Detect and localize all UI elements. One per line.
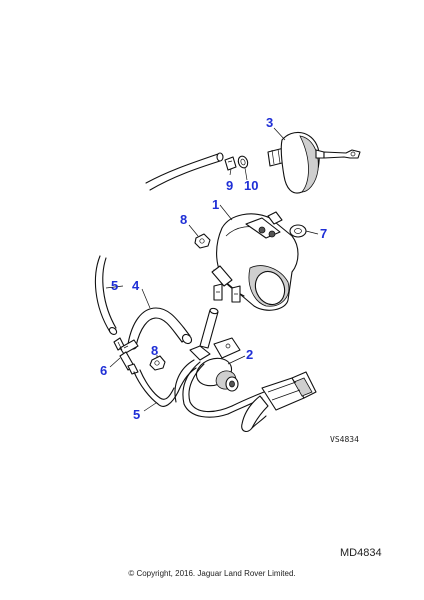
clip-9: [224, 156, 237, 171]
callout-7: 7: [320, 226, 327, 241]
short-tube: [199, 307, 219, 349]
leader-lines: [105, 127, 319, 412]
callout-9: 9: [226, 178, 233, 193]
hose-5-left: [94, 255, 118, 335]
t-connector-6: [113, 337, 139, 375]
vacuum-actuator-3: [267, 131, 361, 194]
vacuum-switch-2: [174, 337, 265, 418]
nut-8-lower: [149, 355, 166, 371]
hose-5-lower: [133, 367, 197, 407]
top-hose: [145, 152, 224, 191]
callout-4: 4: [132, 278, 140, 293]
bush-7: [289, 224, 307, 238]
callout-5-upper: 5: [111, 278, 118, 293]
callout-6: 6: [100, 363, 107, 378]
illustration-ref-code: VS4834: [330, 435, 359, 444]
callouts: 3 9 10 1 8 7 5 4 2 8 6 5: [100, 115, 327, 422]
callout-3: 3: [266, 115, 273, 130]
elbow-hose-4: [126, 307, 193, 350]
copyright-notice: © Copyright, 2016. Jaguar Land Rover Lim…: [128, 569, 295, 578]
callout-2: 2: [246, 347, 253, 362]
callout-1: 1: [212, 197, 219, 212]
callout-5-lower: 5: [133, 407, 140, 422]
washer-10: [237, 155, 249, 169]
callout-8-lower: 8: [151, 343, 158, 358]
nut-8-upper: [194, 233, 211, 249]
connector-plug: [241, 371, 317, 433]
drawing-number: MD4834: [340, 547, 382, 559]
solenoid-valve-1: [211, 211, 299, 311]
callout-8-upper: 8: [180, 212, 187, 227]
callout-10: 10: [244, 178, 258, 193]
